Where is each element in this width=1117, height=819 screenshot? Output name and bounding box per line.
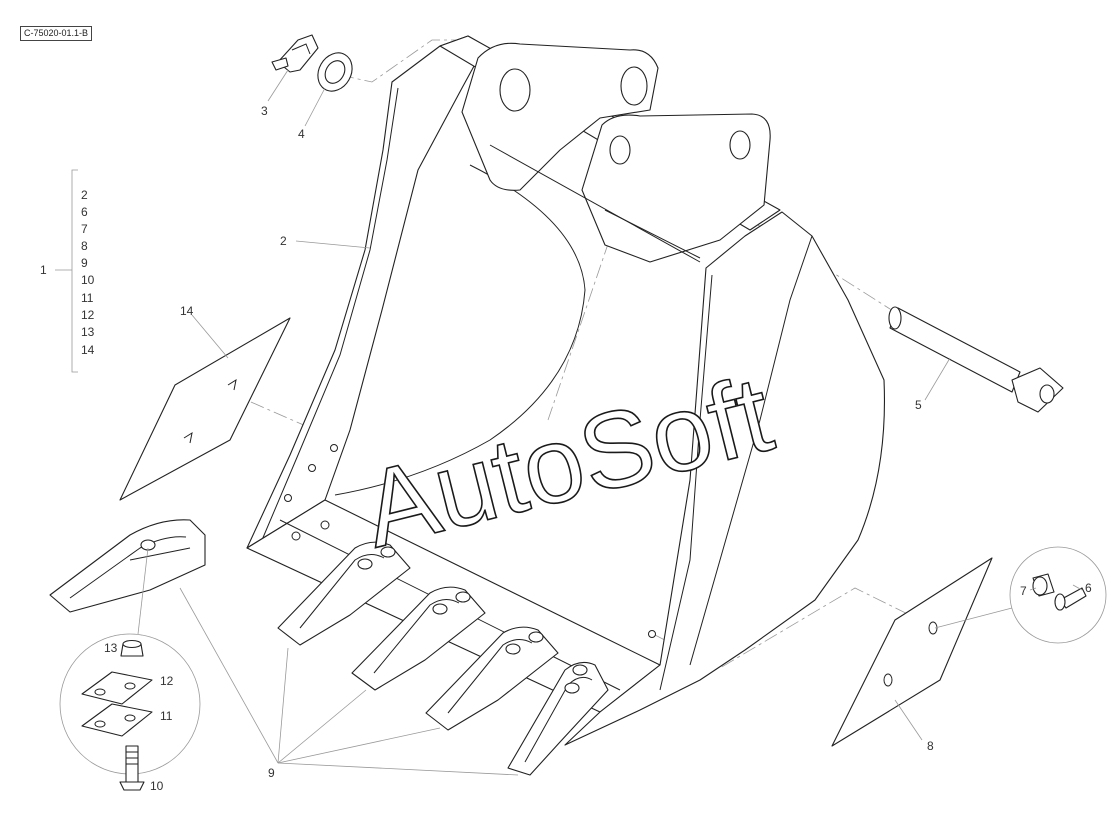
callout-2: 2 (280, 234, 287, 248)
nut-13 (120, 639, 144, 657)
callout-6: 6 (1085, 581, 1092, 595)
drawing-reference: C-75020-01.1-B (20, 26, 93, 41)
leader-lines (137, 69, 1083, 776)
shim-12 (81, 671, 153, 705)
callout-8: 8 (927, 739, 934, 753)
shim-11 (81, 703, 153, 737)
washer-4 (317, 52, 353, 92)
loose-tooth (49, 519, 206, 613)
callout-7: 7 (1020, 584, 1027, 598)
callout-12: 12 (160, 674, 174, 688)
tooth-4 (507, 661, 609, 776)
side-wear-plate-8 (831, 557, 993, 747)
callout-10: 10 (150, 779, 164, 793)
nut-7 (1032, 573, 1055, 597)
callout-11: 11 (160, 709, 173, 723)
callout-labels: 2 3 4 5 6 7 8 9 10 11 12 13 14 (104, 104, 1092, 793)
assembly-main-label: 1 (40, 263, 47, 277)
lock-clip-3 (271, 34, 319, 73)
assembly-item-14: 14 (81, 343, 95, 357)
assembly-item-10: 10 (81, 273, 95, 287)
bucket-teeth (277, 541, 609, 776)
bolt-6 (1054, 587, 1087, 611)
bucket-body (246, 35, 885, 746)
assembly-item-11: 11 (81, 291, 94, 305)
tooth-2 (351, 586, 486, 691)
side-wear-plate-14 (119, 317, 291, 501)
assembly-item-7: 7 (81, 222, 88, 236)
bolt-10 (119, 745, 145, 791)
tooth-3 (425, 626, 559, 731)
assembly-item-8: 8 (81, 239, 88, 253)
assembly-item-9: 9 (81, 256, 88, 270)
callout-4: 4 (298, 127, 305, 141)
assembly-list: 1 2 6 7 8 9 10 11 12 13 14 (40, 169, 95, 373)
pin-5 (888, 306, 1064, 413)
tooth-1 (277, 541, 411, 646)
callout-9: 9 (268, 766, 275, 780)
assembly-item-6: 6 (81, 205, 88, 219)
callout-5: 5 (915, 398, 922, 412)
assembly-item-12: 12 (81, 308, 95, 322)
callout-13: 13 (104, 641, 118, 655)
fastener-detail (59, 633, 201, 791)
assembly-item-2: 2 (81, 188, 88, 202)
callout-3: 3 (261, 104, 268, 118)
bolt-detail (1009, 546, 1107, 644)
callout-14: 14 (180, 304, 194, 318)
assembly-item-13: 13 (81, 325, 95, 339)
